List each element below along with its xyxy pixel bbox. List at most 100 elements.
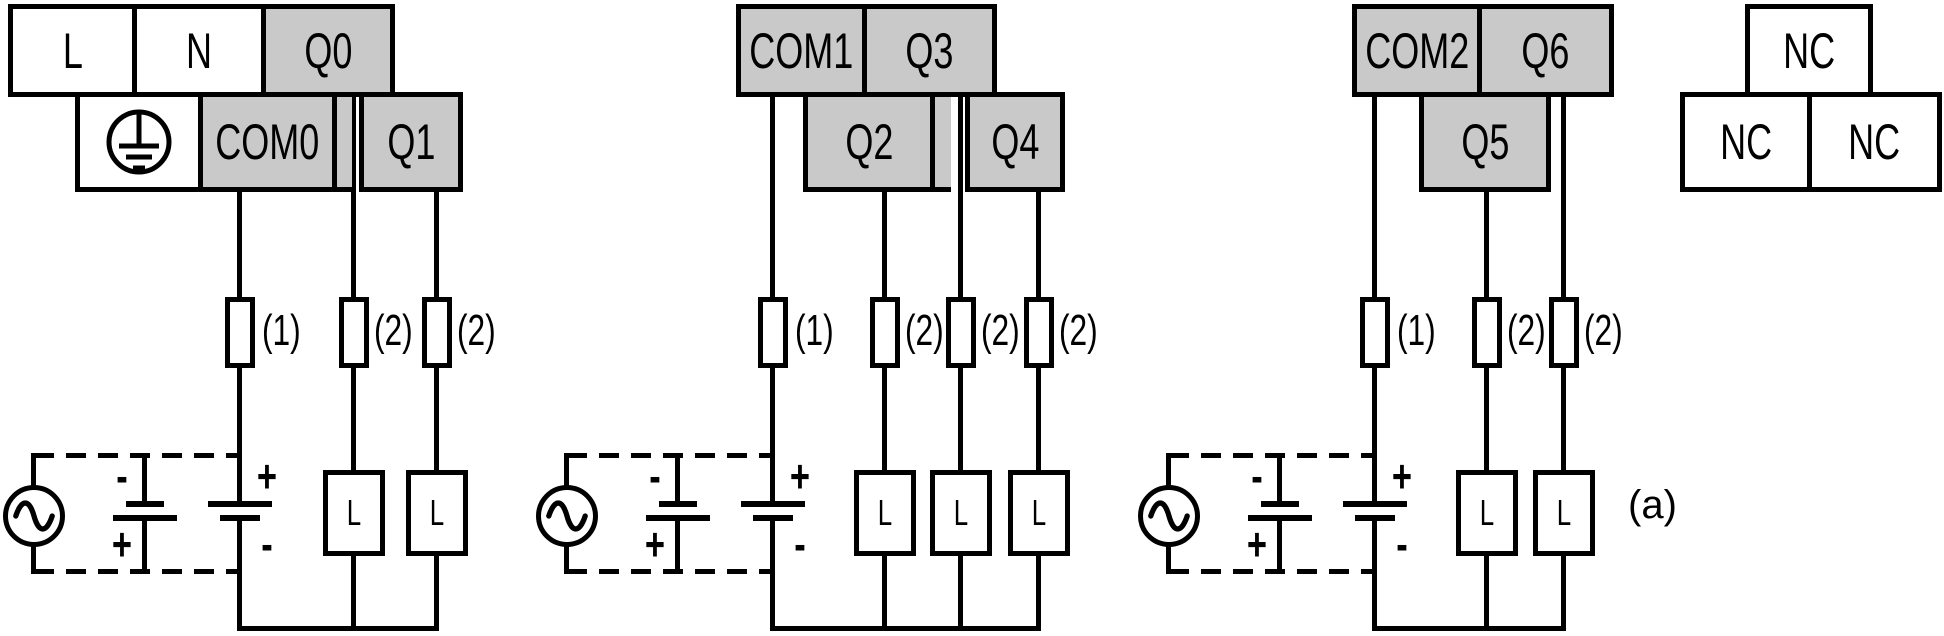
terminal-label: NC [1783, 22, 1835, 79]
load-box: L [1533, 470, 1595, 556]
wire-load-return [1484, 556, 1489, 631]
wire-load-return [434, 556, 439, 631]
wire-load-return [1036, 556, 1041, 631]
load-label: L [1556, 492, 1572, 533]
polarity-minus-label: - [649, 450, 661, 502]
battery-plate-short [753, 515, 793, 521]
load-label: L [1031, 492, 1047, 533]
source-stub [564, 543, 569, 574]
terminal-label: COM1 [749, 22, 854, 79]
terminal-label: Q5 [1460, 114, 1510, 170]
polarity-minus-label: - [1251, 450, 1263, 502]
terminal-l: L [8, 4, 137, 97]
terminal-label: Q2 [844, 114, 894, 170]
terminal-q6: Q6 [1477, 4, 1614, 97]
load-box: L [1456, 470, 1518, 556]
wire-q3 [958, 92, 963, 470]
terminal-label: Q0 [303, 22, 353, 79]
dashed-link-top [34, 453, 240, 458]
load-label: L [429, 492, 445, 533]
terminal-label: COM0 [215, 114, 320, 170]
battery-plate-long [1343, 501, 1407, 507]
source-stub [564, 453, 569, 489]
battery-stub [675, 453, 680, 503]
battery-plate-long [646, 515, 710, 521]
terminal-nc: NC [1807, 92, 1942, 192]
polarity-plus-label: + [789, 450, 811, 502]
terminal-label: NC [1720, 114, 1772, 170]
fuse-icon [1472, 297, 1502, 368]
terminal-n: N [132, 4, 266, 97]
ac-source-icon [3, 485, 65, 547]
terminal-q1: Q1 [359, 92, 463, 192]
load-box: L [323, 470, 385, 556]
wire-load-return [958, 556, 963, 631]
battery-stub [142, 453, 147, 503]
polarity-plus-label: + [644, 518, 666, 570]
terminal-q0: Q0 [261, 4, 395, 97]
wire-com0-lower [237, 519, 242, 631]
load-label: L [346, 492, 362, 533]
battery-plate-short [220, 515, 260, 521]
load-box: L [1008, 470, 1070, 556]
source-stub [1166, 453, 1171, 489]
wire-bottom-rail [770, 626, 1041, 631]
terminal-strip [935, 92, 951, 192]
terminal-com2: COM2 [1352, 4, 1482, 97]
battery-plate-short [126, 501, 164, 507]
polarity-minus-label: - [1396, 518, 1408, 570]
terminal-q4: Q4 [965, 92, 1065, 192]
battery-plate-long [1248, 515, 1312, 521]
dashed-link-bottom [34, 569, 240, 574]
wire-q0 [351, 92, 356, 470]
dashed-link-top [567, 453, 773, 458]
fuse-note-label: (2) [374, 306, 413, 355]
battery-plate-short [1261, 501, 1299, 507]
fuse-note-label: (2) [905, 306, 944, 355]
dashed-link-bottom [567, 569, 773, 574]
load-label: L [953, 492, 969, 533]
wire-q6 [1561, 92, 1566, 470]
terminal-label: N [185, 22, 212, 79]
fuse-note-label: (1) [262, 306, 301, 355]
terminal-com0: COM0 [198, 92, 337, 192]
fuse-icon [946, 297, 976, 368]
polarity-plus-label: + [1391, 450, 1413, 502]
wire-com2-lower [1372, 519, 1377, 631]
load-box: L [854, 470, 916, 556]
load-box: L [930, 470, 992, 556]
battery-plate-long [741, 501, 805, 507]
fuse-icon [422, 297, 452, 368]
terminal-label: COM2 [1364, 22, 1470, 79]
wire-load-return [882, 556, 887, 631]
battery-stub [1277, 521, 1282, 574]
terminal-label: Q6 [1521, 22, 1570, 79]
terminal-label: NC [1848, 114, 1901, 170]
fuse-icon [758, 297, 788, 368]
fuse-note-label: (2) [981, 306, 1020, 355]
polarity-minus-label: - [261, 518, 273, 570]
fuse-icon [225, 297, 255, 368]
source-stub [31, 543, 36, 574]
terminal-com1: COM1 [736, 4, 867, 97]
fuse-icon [339, 297, 369, 368]
battery-plate-short [659, 501, 697, 507]
fuse-note-label: (1) [795, 306, 834, 355]
terminal-nc: NC [1680, 92, 1812, 192]
ac-source-icon [1138, 485, 1200, 547]
fuse-note-label: (2) [457, 306, 496, 355]
fuse-icon [1024, 297, 1054, 368]
wire-com1-lower [770, 519, 775, 631]
protective-earth-icon [106, 109, 172, 175]
terminal-q3: Q3 [862, 4, 997, 97]
dashed-link-top [1169, 453, 1375, 458]
fuse-note-label: (2) [1507, 306, 1546, 355]
terminal-nc: NC [1745, 4, 1873, 97]
polarity-plus-label: + [1246, 518, 1268, 570]
dashed-link-bottom [1169, 569, 1375, 574]
battery-stub [142, 521, 147, 574]
battery-plate-long [113, 515, 177, 521]
ac-source-icon [536, 485, 598, 547]
load-box: L [406, 470, 468, 556]
